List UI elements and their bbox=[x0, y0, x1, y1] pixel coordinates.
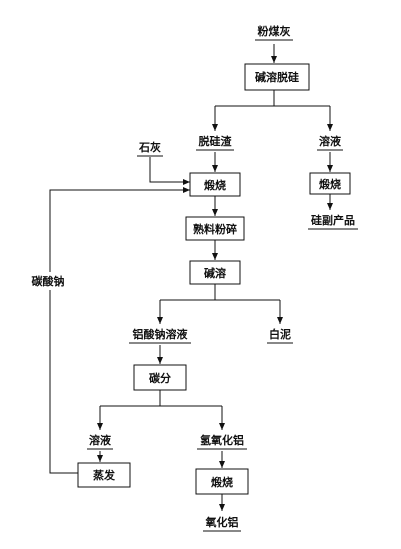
label-clinker-crushing: 熟料粉碎 bbox=[193, 222, 237, 236]
label-sodium-carbonate: 碳酸钠 bbox=[32, 274, 65, 288]
label-lime: 石灰 bbox=[138, 140, 161, 154]
material-silicon-byproduct: 硅副产品 bbox=[308, 213, 358, 230]
process-step-clinker-crushing: 熟料粉碎 bbox=[185, 216, 245, 241]
label-calcination-bottom: 煅烧 bbox=[211, 475, 233, 489]
connector-recycle-to-calcination bbox=[49, 187, 190, 474]
material-lime: 石灰 bbox=[137, 140, 163, 157]
material-alumina: 氧化铝 bbox=[203, 515, 241, 532]
label-carbonation: 碳分 bbox=[149, 371, 171, 385]
material-sodium-aluminate-solution: 铝酸钠溶液 bbox=[129, 327, 191, 344]
label-solution-right: 溶液 bbox=[319, 134, 342, 148]
material-solution-left: 溶液 bbox=[87, 433, 113, 450]
process-step-calcination-bottom: 煅烧 bbox=[195, 468, 249, 495]
label-desilicated-residue: 脱硅渣 bbox=[199, 134, 233, 148]
process-step-calcination-main: 煅烧 bbox=[189, 172, 241, 197]
label-calcination-right: 煅烧 bbox=[319, 177, 341, 191]
process-step-alkali-desilication: 碱溶脱硅 bbox=[244, 63, 310, 91]
connector-lime-to-calcination bbox=[149, 157, 190, 185]
label-sodium-aluminate-solution: 铝酸钠溶液 bbox=[133, 327, 189, 341]
material-solution-right: 溶液 bbox=[317, 134, 343, 151]
process-step-alkali-dissolution: 碱溶 bbox=[189, 260, 241, 285]
label-alumina: 氧化铝 bbox=[205, 515, 239, 529]
label-silicon-byproduct: 硅副产品 bbox=[311, 213, 355, 227]
label-evaporation: 蒸发 bbox=[93, 468, 116, 482]
label-white-mud: 白泥 bbox=[269, 327, 291, 341]
label-calcination-main: 煅烧 bbox=[204, 178, 226, 192]
material-sodium-carbonate: 碳酸钠 bbox=[22, 272, 74, 290]
label-alkali-desilication: 碱溶脱硅 bbox=[255, 70, 299, 84]
material-aluminum-hydroxide: 氢氧化铝 bbox=[197, 433, 247, 450]
material-white-mud: 白泥 bbox=[267, 327, 293, 344]
material-desilicated-residue: 脱硅渣 bbox=[196, 134, 234, 151]
label-solution-left: 溶液 bbox=[89, 433, 112, 447]
label-aluminum-hydroxide: 氢氧化铝 bbox=[200, 433, 244, 447]
connectors bbox=[49, 44, 333, 511]
material-fly-ash: 粉煤灰 bbox=[255, 24, 293, 41]
process-step-carbonation: 碳分 bbox=[133, 364, 187, 391]
process-step-evaporation: 蒸发 bbox=[77, 462, 131, 488]
label-alkali-dissolution: 碱溶 bbox=[204, 266, 226, 280]
process-step-calcination-right: 煅烧 bbox=[309, 172, 351, 195]
label-fly-ash: 粉煤灰 bbox=[258, 24, 291, 38]
